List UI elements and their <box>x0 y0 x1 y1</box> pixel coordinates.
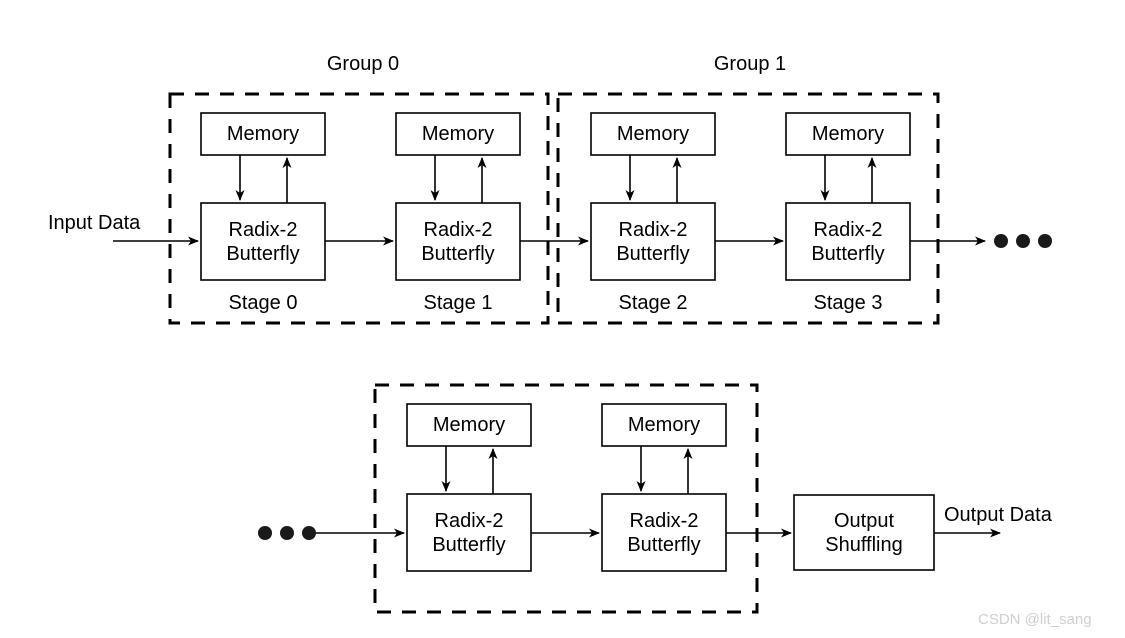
memory-box-stage-3 <box>785 112 911 156</box>
input-data-label: Input Data <box>48 212 141 234</box>
group-1-label: Group 1 <box>713 53 787 75</box>
ellipsis-top-right-icon <box>994 234 1052 248</box>
stage-0-label: Stage 0 <box>228 292 298 314</box>
group-1-dashed-box <box>556 92 940 325</box>
stage-2-label: Stage 2 <box>618 292 688 314</box>
memory-box-stage-1 <box>395 112 521 156</box>
group-0-dashed-box <box>168 92 550 325</box>
ellipsis-bottom-left-icon <box>258 526 316 540</box>
group-n-dashed-box <box>373 383 759 614</box>
butterfly-box-stage-2 <box>590 202 716 281</box>
butterfly-box-stage-3 <box>785 202 911 281</box>
stage-3-label: Stage 3 <box>813 292 883 314</box>
butterfly-box-stage-0 <box>200 202 326 281</box>
memory-box-stage-n1 <box>601 403 727 447</box>
butterfly-box-stage-n2 <box>406 493 532 572</box>
output-data-label: Output Data <box>944 504 1052 526</box>
group-0-label: Group 0 <box>326 53 400 75</box>
memory-box-stage-0 <box>200 112 326 156</box>
memory-box-stage-n2 <box>406 403 532 447</box>
memory-box-stage-2 <box>590 112 716 156</box>
butterfly-box-stage-n1 <box>601 493 727 572</box>
butterfly-box-stage-1 <box>395 202 521 281</box>
output-shuffling-box <box>793 494 935 571</box>
stage-1-label: Stage 1 <box>423 292 493 314</box>
csdn-watermark: CSDN @lit_sang <box>978 611 1092 628</box>
